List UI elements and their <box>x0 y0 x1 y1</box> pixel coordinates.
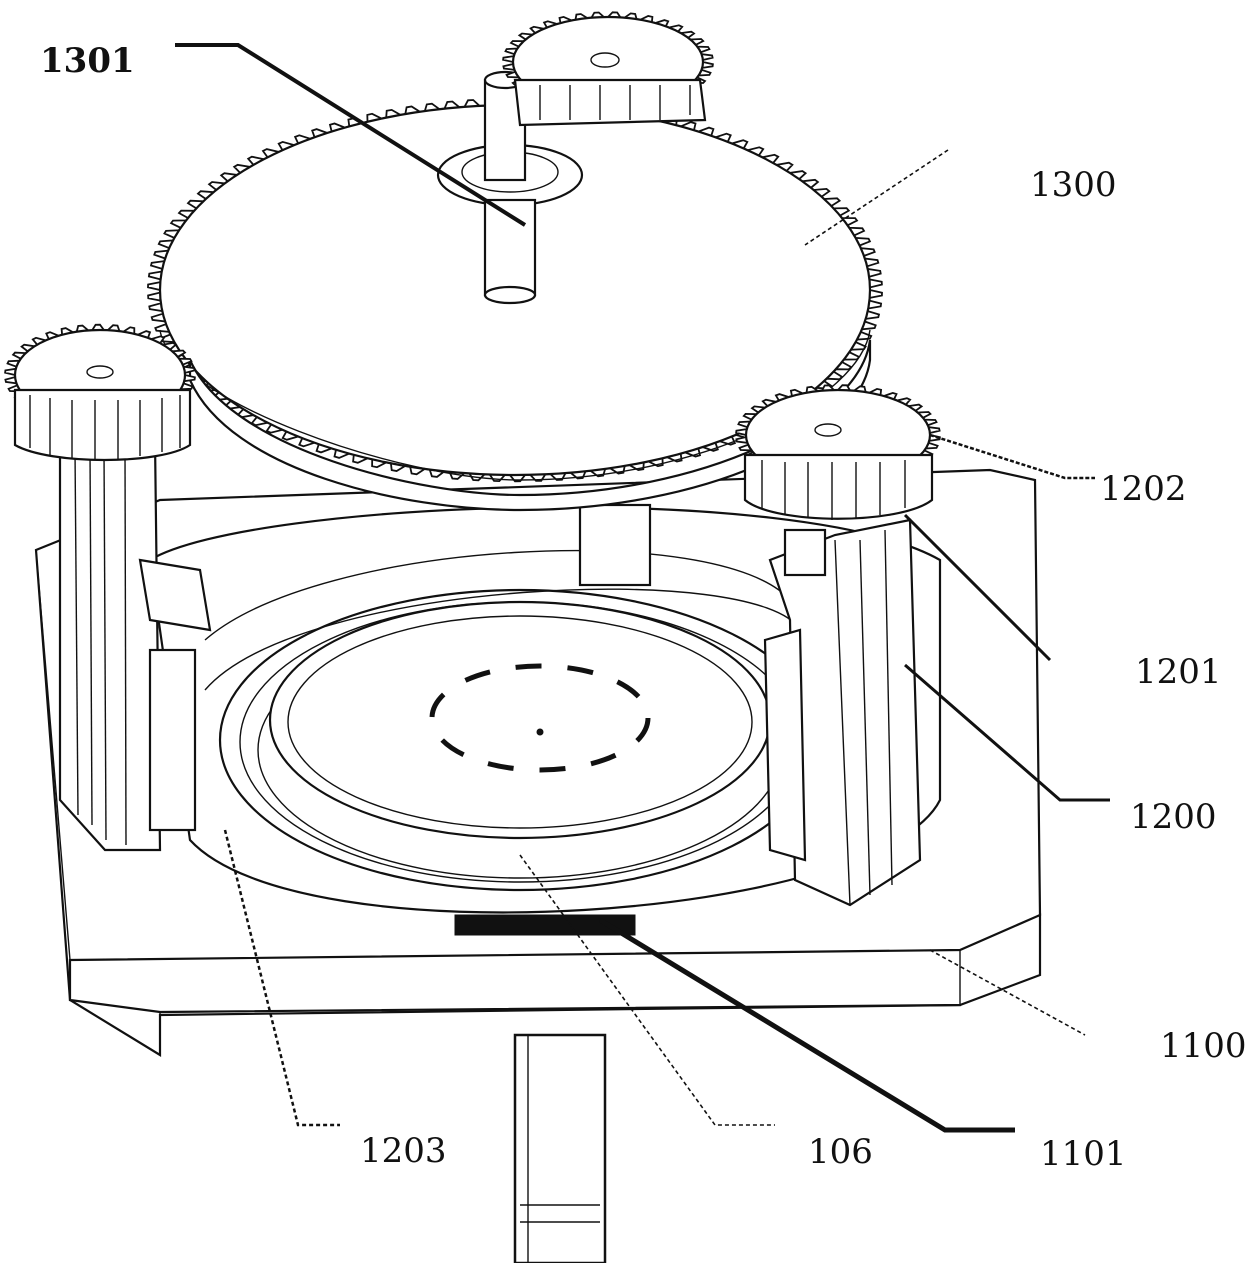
label-1300: 1300 <box>1030 165 1117 205</box>
right-small-gear <box>735 384 941 520</box>
label-1101: 1101 <box>1040 1134 1127 1174</box>
leader-1202 <box>929 433 1095 480</box>
leader-1101 <box>598 917 1015 1133</box>
label-1203: 1203 <box>360 1131 447 1171</box>
ring-frame <box>148 503 942 936</box>
leader-106 <box>519 854 775 1126</box>
right-post <box>763 518 922 907</box>
label-1201: 1201 <box>1135 652 1222 692</box>
leader-1300 <box>804 149 949 246</box>
leader-1203 <box>223 829 340 1127</box>
leader-1100 <box>929 949 1086 1036</box>
reference-labels: 1301 1300 1202 1201 1200 1100 1101 106 1… <box>40 41 1247 1174</box>
label-1100: 1100 <box>1160 1026 1247 1066</box>
label-1202: 1202 <box>1100 469 1187 509</box>
bottom-shaft <box>513 1033 607 1263</box>
label-106: 106 <box>808 1132 873 1172</box>
leader-1301 <box>175 43 527 227</box>
leader-lines <box>175 43 1110 1133</box>
left-small-gear <box>4 323 196 462</box>
label-1200: 1200 <box>1130 797 1217 837</box>
leader-1200 <box>904 663 1110 802</box>
leader-1201 <box>903 513 1052 662</box>
top-small-gear <box>502 11 714 127</box>
label-1301: 1301 <box>40 41 135 81</box>
left-post <box>58 438 212 852</box>
